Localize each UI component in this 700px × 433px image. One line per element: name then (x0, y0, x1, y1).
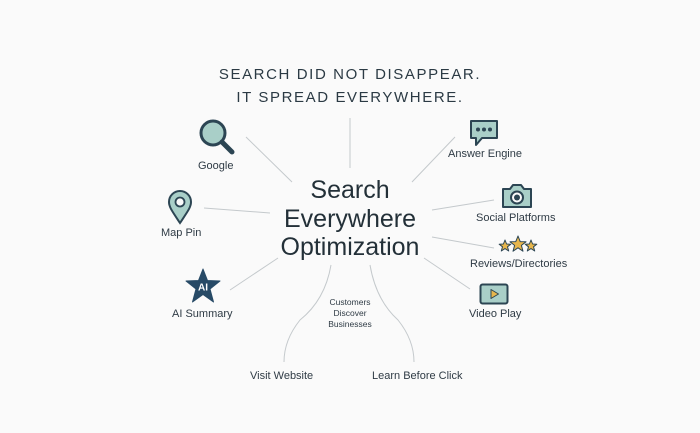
visit-website-label: Visit Website (250, 370, 314, 382)
reviews-directories-label: Reviews/Directories (470, 258, 568, 270)
camera-icon (502, 184, 532, 208)
chat-bubble-icon (470, 120, 498, 146)
answer-engine-label: Answer Engine (448, 148, 522, 160)
heading-line-1: SEARCH DID NOT DISAPPEAR. (218, 66, 482, 83)
connector-visit-website (283, 264, 332, 363)
social-platforms-label: Social Platforms (476, 212, 556, 224)
connector-google (245, 136, 293, 183)
map-pin-label: Map Pin (161, 227, 202, 239)
customers-note-line-3: Businesses (328, 319, 372, 329)
learn-before-click-label: Learn Before Click (372, 370, 463, 382)
connector-video (423, 257, 471, 290)
video-play-label: Video Play (469, 308, 522, 320)
ai-icon-text: AI (198, 283, 208, 294)
google-label: Google (198, 160, 234, 172)
connector-social (431, 199, 495, 211)
center-title-line-3: Optimization (280, 233, 420, 261)
review-stars-icon (498, 235, 538, 252)
video-play-icon (479, 283, 509, 305)
connector-answer-engine (411, 136, 456, 183)
customers-note-line-2: Discover (333, 308, 367, 318)
connector-ai-summary (229, 257, 279, 291)
connector-reviews (431, 236, 495, 249)
center-title-line-1: Search (310, 176, 390, 204)
magnifier-icon (199, 119, 235, 155)
map-pin-icon (167, 190, 193, 225)
ai-star-icon: AI (185, 268, 221, 303)
center-title-line-2: Everywhere (284, 205, 416, 233)
connector-map-pin (203, 207, 271, 214)
connector-learn-before-click (369, 264, 415, 363)
customers-note-line-1: Customers (329, 297, 371, 307)
heading-line-2: IT SPREAD EVERYWHERE. (236, 89, 464, 106)
ai-summary-label: AI Summary (172, 308, 233, 320)
